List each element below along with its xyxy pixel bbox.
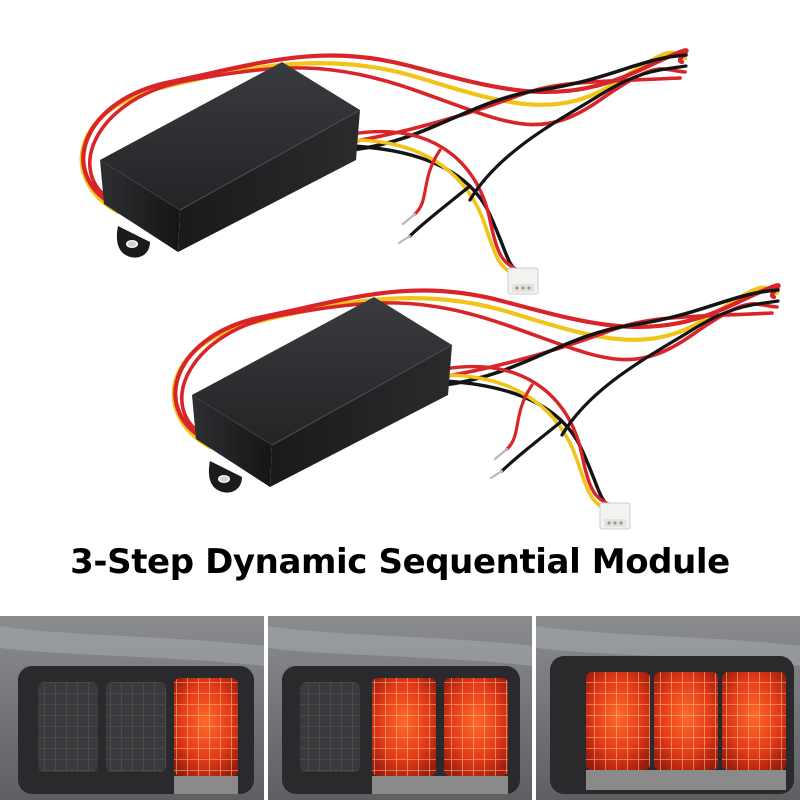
sequence-panel-step-1 bbox=[0, 616, 264, 800]
product-photo bbox=[0, 0, 800, 540]
sequence-panel-step-3 bbox=[536, 616, 800, 800]
sequence-panel-step-2 bbox=[268, 616, 532, 800]
sequence-strip bbox=[0, 616, 800, 800]
module-unit-2 bbox=[174, 285, 779, 529]
product-caption: 3-Step Dynamic Sequential Module bbox=[70, 542, 730, 582]
module-unit-1 bbox=[82, 50, 687, 294]
